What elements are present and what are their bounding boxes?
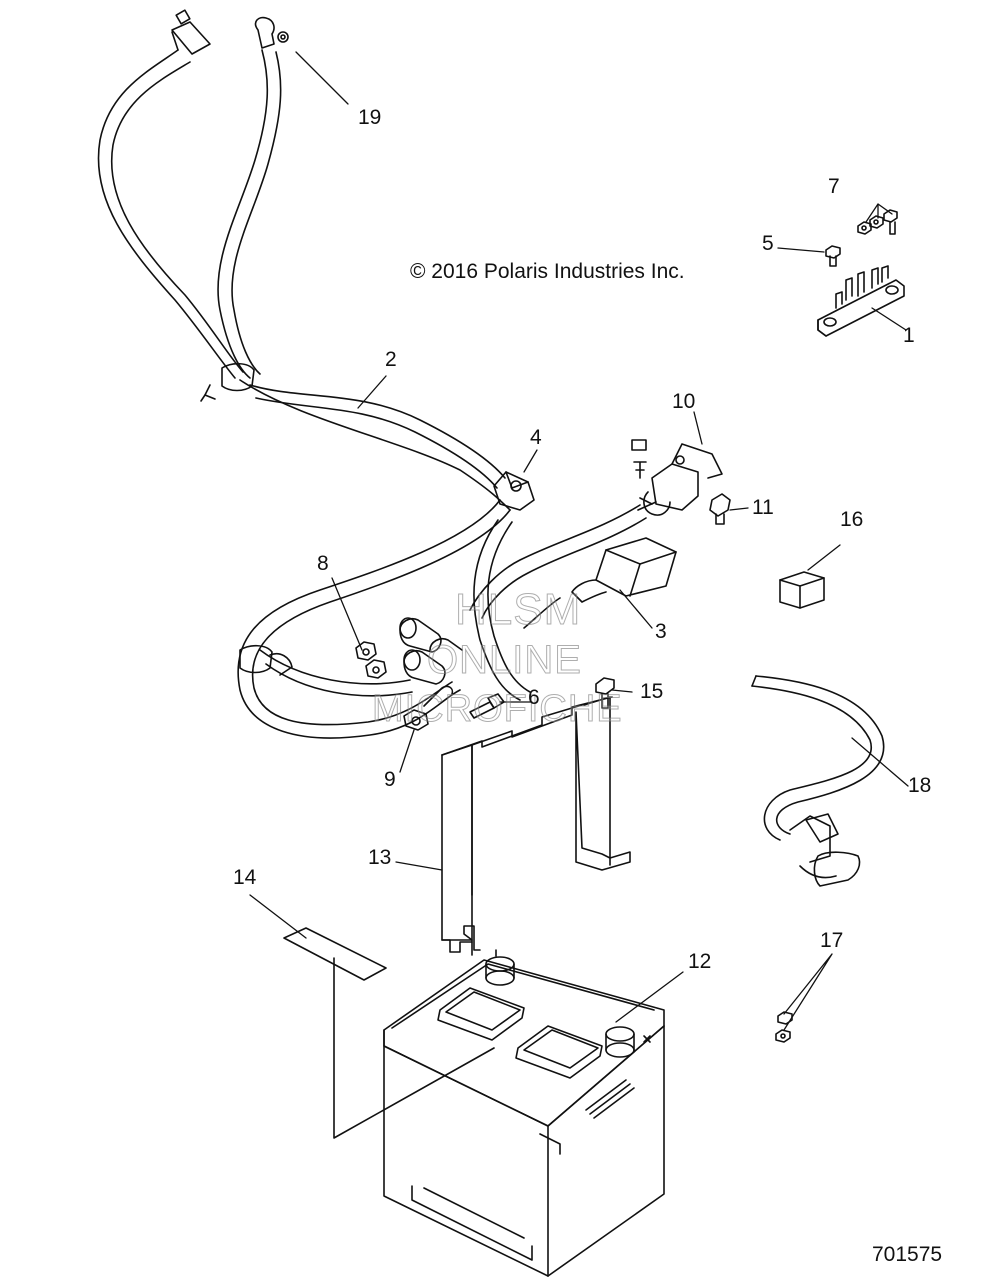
callout-13: 13 [368, 846, 392, 869]
part-15-bolt [595, 677, 615, 709]
callout-18: 18 [908, 774, 932, 797]
part-16-block [779, 571, 825, 609]
callout-7: 7 [828, 175, 840, 198]
cable-clamp-lower [239, 644, 293, 676]
part-8-nuts [355, 641, 387, 679]
watermark-line-1: HLSM [454, 585, 582, 635]
drawing-number: 701575 [872, 1243, 943, 1266]
callout-19: 19 [358, 106, 382, 129]
callout-6: 6 [528, 686, 540, 709]
callout-10: 10 [672, 390, 696, 413]
callout-9: 9 [384, 768, 396, 791]
part-14-label [283, 927, 495, 1139]
part-1-busbar [817, 265, 905, 337]
part-10-solenoid [631, 439, 723, 516]
watermark-line-2: ONLINE [427, 638, 582, 683]
callout-2: 2 [385, 348, 397, 371]
leader-lines [249, 51, 909, 1031]
cable-2 [239, 379, 511, 511]
part-9-nut [403, 685, 454, 731]
callout-16: 16 [840, 508, 864, 531]
part-12-battery [383, 949, 665, 1277]
harness-loop [237, 499, 647, 739]
callout-11: 11 [752, 496, 774, 519]
callout-17: 17 [820, 929, 844, 952]
copyright-notice: © 2016 Polaris Industries Inc. [410, 260, 685, 283]
callout-14: 14 [233, 866, 257, 889]
part-18-cable [751, 675, 885, 887]
main-harness-cable [97, 9, 244, 379]
part-11-bolt [709, 493, 731, 525]
part-13-bracket [441, 696, 631, 956]
part-17-hardware [775, 1011, 793, 1043]
callout-12: 12 [688, 950, 712, 973]
callout-5: 5 [762, 232, 774, 255]
callout-1: 1 [903, 324, 915, 347]
part-4-clamp [493, 471, 535, 511]
callout-8: 8 [317, 552, 329, 575]
callout-15: 15 [640, 680, 664, 703]
part-7-hardware [857, 209, 898, 235]
terminal-boots [399, 617, 463, 685]
callout-3: 3 [655, 620, 667, 643]
callout-4: 4 [530, 426, 542, 449]
part-5-bolt [825, 245, 841, 267]
watermark-line-3: MICROFICHE [372, 688, 623, 731]
ground-cable [217, 16, 289, 379]
part-3-connector [523, 537, 677, 629]
